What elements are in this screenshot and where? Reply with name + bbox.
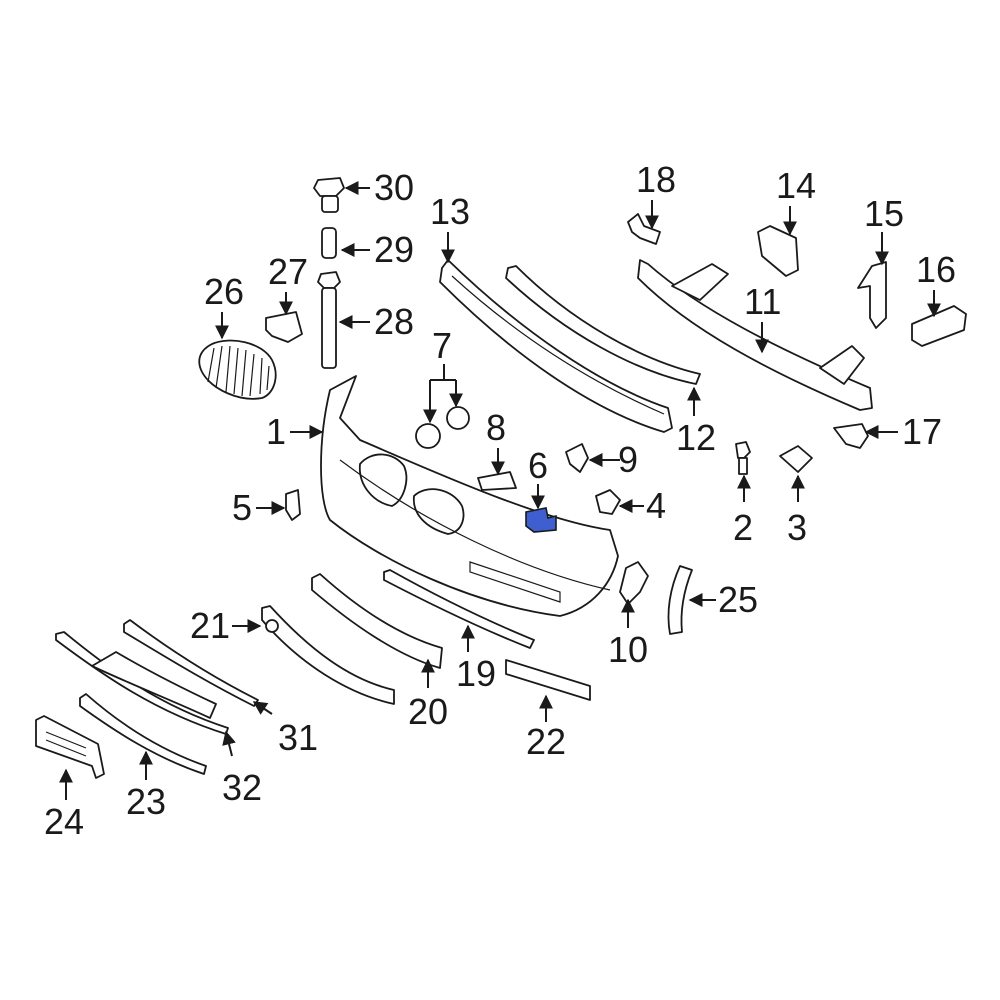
label-20: 20 [408, 691, 448, 732]
label-7: 7 [432, 325, 452, 366]
part-2-screw [735, 441, 751, 475]
label-5: 5 [232, 487, 252, 528]
part-10-bracket [619, 561, 649, 605]
leader-lines [59, 181, 941, 800]
label-14: 14 [776, 165, 816, 206]
part-8-bracket [477, 471, 517, 491]
label-29: 29 [374, 229, 414, 270]
label-28: 28 [374, 301, 414, 342]
part-5-bracket [285, 489, 301, 521]
label-30: 30 [374, 167, 414, 208]
label-17: 17 [902, 411, 942, 452]
label-13: 13 [430, 191, 470, 232]
label-9: 9 [618, 439, 638, 480]
label-27: 27 [268, 251, 308, 292]
label-16: 16 [916, 249, 956, 290]
label-6: 6 [528, 445, 548, 486]
label-18: 18 [636, 159, 676, 200]
part-27-clip [265, 311, 303, 343]
part-4-clip [595, 489, 621, 515]
part-18-bracket [627, 213, 661, 245]
part-30-bolt [313, 177, 345, 213]
label-19: 19 [456, 653, 496, 694]
part-19-strip [383, 569, 535, 649]
part-12-strip [505, 265, 701, 385]
label-31: 31 [278, 717, 318, 758]
part-1-bumper-cover [320, 375, 619, 617]
part-21-trim [261, 605, 395, 705]
label-24: 24 [44, 801, 84, 842]
part-28-long-bolt [317, 271, 341, 369]
part-9-clip [565, 443, 589, 473]
label-11: 11 [744, 281, 781, 322]
part-26-grille [198, 339, 277, 400]
part-32-grille-panel [55, 631, 229, 735]
label-15: 15 [864, 193, 904, 234]
part-7-bump-stops [415, 406, 470, 449]
label-4: 4 [646, 485, 666, 526]
part-11-reinforcement [637, 259, 873, 411]
part-16-pad [911, 305, 967, 347]
label-25: 25 [718, 579, 758, 620]
label-2: 2 [733, 507, 753, 548]
label-32: 32 [222, 767, 262, 808]
part-20-strip [311, 573, 443, 669]
part-24-plate-bracket [35, 715, 105, 779]
part-23-strip [79, 693, 207, 775]
label-12: 12 [676, 417, 716, 458]
part-25-trim [667, 565, 693, 635]
label-1: 1 [266, 411, 286, 452]
label-3: 3 [787, 507, 807, 548]
part-22-insert [505, 659, 591, 701]
part-17-cover [833, 423, 869, 449]
part-3-nut [779, 445, 813, 473]
callout-labels: 30 29 28 27 26 13 12 11 18 14 15 16 17 7… [44, 159, 956, 842]
part-6-bracket-highlighted [525, 507, 557, 533]
label-26: 26 [204, 271, 244, 312]
part-29-sleeve [321, 227, 337, 259]
label-10: 10 [608, 629, 648, 670]
label-23: 23 [126, 781, 166, 822]
label-22: 22 [526, 721, 566, 762]
label-8: 8 [486, 407, 506, 448]
label-21: 21 [190, 605, 230, 646]
part-13-absorber [439, 259, 673, 433]
part-15-mount [857, 261, 887, 329]
part-14-bracket [757, 225, 799, 277]
